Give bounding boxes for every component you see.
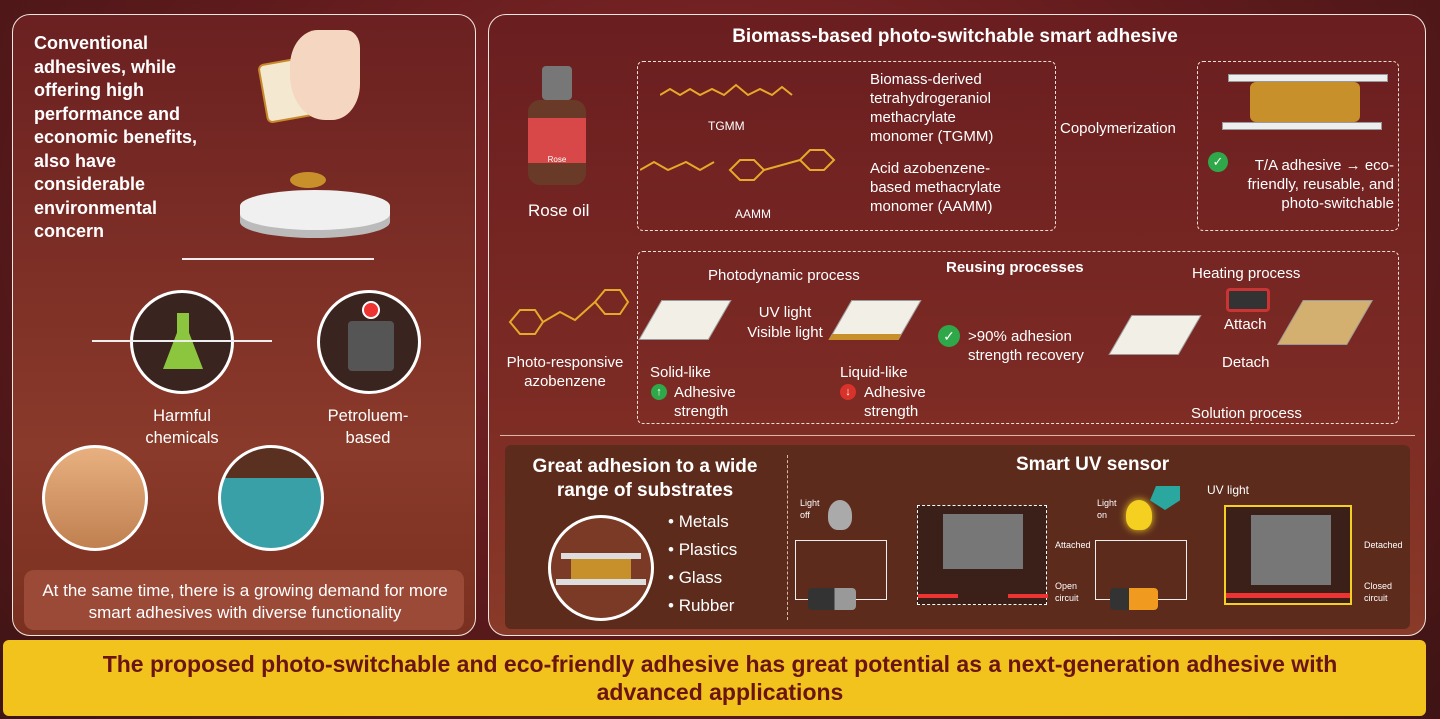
section-divider [787,455,788,620]
heater-icon [1226,288,1270,312]
reusing-title: Reusing processes [946,259,1084,276]
rose-label: Rose [547,155,567,164]
demand-text: At the same time, there is a growing dem… [42,581,448,622]
substrate-metals: • Metals [668,512,729,531]
hand-illustration [290,30,360,120]
liquid-like-label: Liquid-like [840,364,908,381]
tgmm-description: Biomass-derived tetrahydrogeraniol metha… [870,71,994,145]
check-icon: ✓ [1208,152,1228,172]
substrate-label: Glass [678,568,723,587]
substrate-label: Metals [678,512,729,531]
monomer-box [637,61,1056,231]
chemicals-icon [130,290,234,394]
glue-drop [290,172,326,188]
substrate-label: Rubber [678,596,735,615]
attach-label: Attach [1224,316,1267,333]
bottom-plate [1222,122,1382,130]
demand-box [24,570,464,630]
dead-tree-icon [42,445,148,551]
white-disc-illustration [240,190,390,230]
azobenzene-structure [508,289,630,335]
detached-label: Detached [1364,540,1403,550]
substrate-glass: • Glass [668,568,723,587]
battery-on-icon [1110,588,1158,610]
solution-label: Solution process [1191,405,1302,422]
uv-light-sensor-label: UV light [1207,483,1250,497]
open-circuit-label: Open circuit [1055,581,1079,603]
recovery-text: >90% adhesion strength recovery [968,328,1084,364]
copolymerization-label: Copolymerization [1060,120,1176,137]
reusing-box [637,251,1399,424]
sensor-title: Smart UV sensor [1016,454,1170,475]
aamm-description: Acid azobenzene-based methacrylate monom… [870,160,1001,215]
rose-oil-label: Rose oil [528,201,590,220]
detach-label: Detach [1222,354,1270,371]
bulb-off-icon [828,500,852,530]
ta-adhesive-text: T/A adhesive → eco-friendly, reusable, a… [1247,157,1394,212]
adhesive-strength-down: Adhesive strength [864,384,926,420]
conclusion-text: The proposed photo-switchable and eco-fr… [102,651,1338,705]
tgmm-structure [660,83,793,97]
attached-label: Attached [1055,540,1091,550]
connector-line [182,258,374,260]
intro-text: Conventional adhesives, while offering h… [34,33,198,241]
substrate-plastics: • Plastics [668,540,738,559]
arrow-down-icon: ↓ [840,384,856,400]
closed-circuit-label: Closed circuit [1364,581,1393,603]
connector-line [92,340,272,342]
substrate-adhesion-icon [548,515,654,621]
light-on-label: Light on [1097,498,1117,520]
polluted-water-icon [218,445,324,551]
harmful-chemicals-label: Harmful chemicals [145,407,219,447]
solid-like-label: Solid-like [650,364,711,381]
right-title: Biomass-based photo-switchable smart adh… [732,26,1178,47]
sensor-zoom-open [917,505,1048,605]
aamm-structure [640,149,836,181]
uv-light-label: UV light [758,304,812,321]
azobenzene-label: Photo-responsive azobenzene [506,354,624,390]
heating-label: Heating process [1192,265,1301,282]
visible-light-label: Visible light [747,324,823,341]
adhesive-layer [1250,82,1360,122]
substrates-title: Great adhesion to a wide range of substr… [532,456,758,501]
check-icon: ✓ [938,325,960,347]
bulb-on-icon [1126,500,1152,530]
petroleum-label: Petroluem-based [327,407,409,447]
arrow-up-icon: ↑ [651,384,667,400]
petroleum-barrels-icon [317,290,421,394]
sensor-zoom-closed [1224,505,1352,605]
photodynamic-label: Photodynamic process [708,267,860,284]
adhesive-plates-illustration [1228,74,1388,82]
rose-oil-bottle: Rose [528,66,586,185]
conclusion-banner [3,640,1426,716]
substrate-rubber: • Rubber [668,596,735,615]
battery-off-icon [808,588,856,610]
aamm-label: AAMM [735,207,771,221]
light-off-label: Light off [800,498,820,520]
tgmm-label: TGMM [708,119,745,133]
divider [500,435,1415,436]
product-box [1197,61,1399,231]
substrate-label: Plastics [678,540,738,559]
adhesive-strength-up: Adhesive strength [674,384,736,420]
